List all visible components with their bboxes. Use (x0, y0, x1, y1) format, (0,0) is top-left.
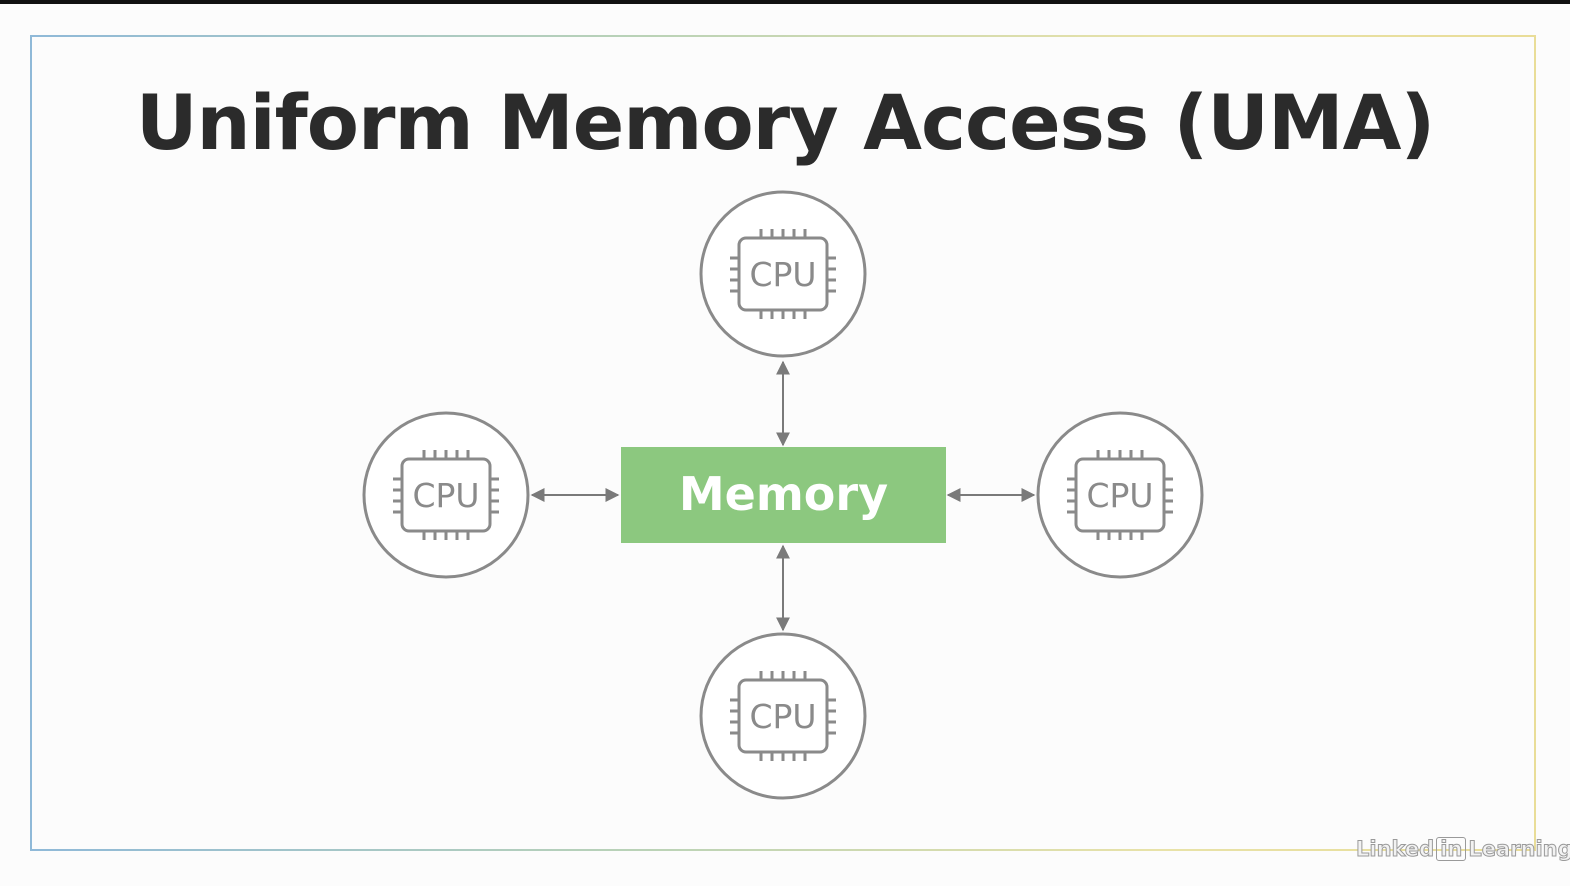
watermark-linked: Linked (1355, 837, 1435, 862)
cpu-chip-icon (393, 450, 499, 540)
top-border-bar (0, 0, 1570, 4)
cpu-circle (699, 190, 867, 358)
cpu-label: CPU (412, 476, 479, 515)
cpu-circle (1036, 411, 1204, 579)
cpu-chip-icon (730, 671, 836, 761)
cpu-chip-icon (730, 229, 836, 319)
slide-title: Uniform Memory Access (UMA) (135, 78, 1435, 167)
memory-label: Memory (679, 467, 888, 521)
linkedin-learning-watermark: Linked in Learning (1355, 834, 1570, 864)
cpu-label: CPU (1086, 476, 1153, 515)
cpu-circle (362, 411, 530, 579)
cpu-circle (699, 632, 867, 800)
cpu-node-left: CPU (362, 411, 530, 579)
cpu-label: CPU (749, 255, 816, 294)
memory-block: Memory (621, 447, 946, 543)
cpu-node-bottom: CPU (699, 632, 867, 800)
cpu-node-right: CPU (1036, 411, 1204, 579)
watermark-learning: Learning (1468, 837, 1570, 862)
cpu-label: CPU (749, 697, 816, 736)
cpu-chip-icon (1067, 450, 1173, 540)
watermark-in-box: in (1436, 837, 1467, 861)
cpu-node-top: CPU (699, 190, 867, 358)
